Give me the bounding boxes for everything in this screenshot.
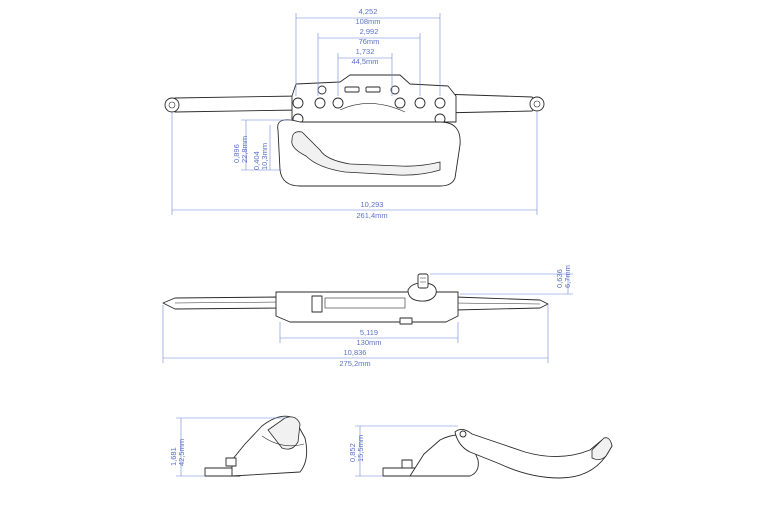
dim-total-length-in: 10,836 bbox=[344, 348, 367, 357]
crank-handle-folded bbox=[291, 131, 441, 176]
handle-extended-view bbox=[382, 429, 613, 479]
folded-handle bbox=[267, 416, 301, 450]
operator-arm-left bbox=[169, 95, 301, 113]
dim-arm-length-mm: 261,4mm bbox=[356, 211, 387, 220]
dim-body-length-mm: 130mm bbox=[356, 338, 381, 347]
dim-overall-width-in: 4,252 bbox=[359, 7, 378, 16]
side-tab bbox=[399, 317, 413, 325]
dim-total-length-mm: 275,2mm bbox=[339, 359, 370, 368]
handle-folded-dimensions: 1,681 42,5mm bbox=[169, 417, 286, 477]
dim-height-a-mm: 22,8mm bbox=[240, 136, 249, 163]
top-view-dimensions: 4,252 108mm 2,992 76mm 1,732 44,5mm 0,89… bbox=[171, 7, 538, 220]
dim-extended-height-mm: 15,5mm bbox=[356, 435, 365, 462]
handle-extended-dimensions: 0,852 15,5mm bbox=[348, 425, 458, 477]
dim-extended-height-in: 0,852 bbox=[348, 443, 357, 462]
arm-pivot-hole-left bbox=[168, 101, 176, 109]
arm-pivot-right bbox=[529, 96, 545, 112]
dim-folded-height-in: 1,681 bbox=[169, 447, 178, 466]
dim-height-a-in: 0,896 bbox=[232, 144, 241, 163]
dim-depth-in: 0,636 bbox=[555, 269, 564, 288]
extended-crank-handle bbox=[454, 429, 613, 479]
dim-height-b-in: 0,404 bbox=[252, 151, 261, 170]
dim-overall-width-mm: 108mm bbox=[355, 17, 380, 26]
dim-mid-width-mm: 76mm bbox=[359, 37, 380, 46]
dim-folded-height-mm: 42,5mm bbox=[177, 439, 186, 466]
handle-pivot bbox=[459, 430, 467, 438]
handle-folded-view bbox=[204, 415, 308, 477]
extended-handle-grip bbox=[591, 437, 613, 460]
side-block bbox=[311, 295, 323, 313]
dim-inner-width-in: 1,732 bbox=[356, 47, 375, 56]
gear-outline bbox=[339, 103, 406, 113]
dim-height-b-mm: 10,3mm bbox=[260, 143, 269, 170]
side-view bbox=[162, 273, 549, 325]
base-plate bbox=[291, 74, 457, 123]
dim-body-length-in: 5,119 bbox=[360, 328, 378, 337]
side-spline-shaft bbox=[417, 273, 429, 289]
side-view-dimensions: 0,636 6,7mm 5,119 130mm 10,836 275,2mm bbox=[162, 265, 573, 368]
arm-pivot-hole-right bbox=[533, 100, 541, 108]
slot-left bbox=[344, 86, 360, 93]
dim-mid-width-in: 2,992 bbox=[360, 27, 379, 36]
dim-arm-length-in: 10,293 bbox=[361, 200, 384, 209]
arm-pivot-left bbox=[164, 97, 180, 113]
slot-right bbox=[365, 86, 381, 93]
dim-inner-width-mm: 44,5mm bbox=[351, 57, 378, 66]
top-view bbox=[164, 74, 545, 187]
dim-depth-mm: 6,7mm bbox=[563, 265, 572, 288]
folded-base-tab bbox=[204, 467, 241, 477]
